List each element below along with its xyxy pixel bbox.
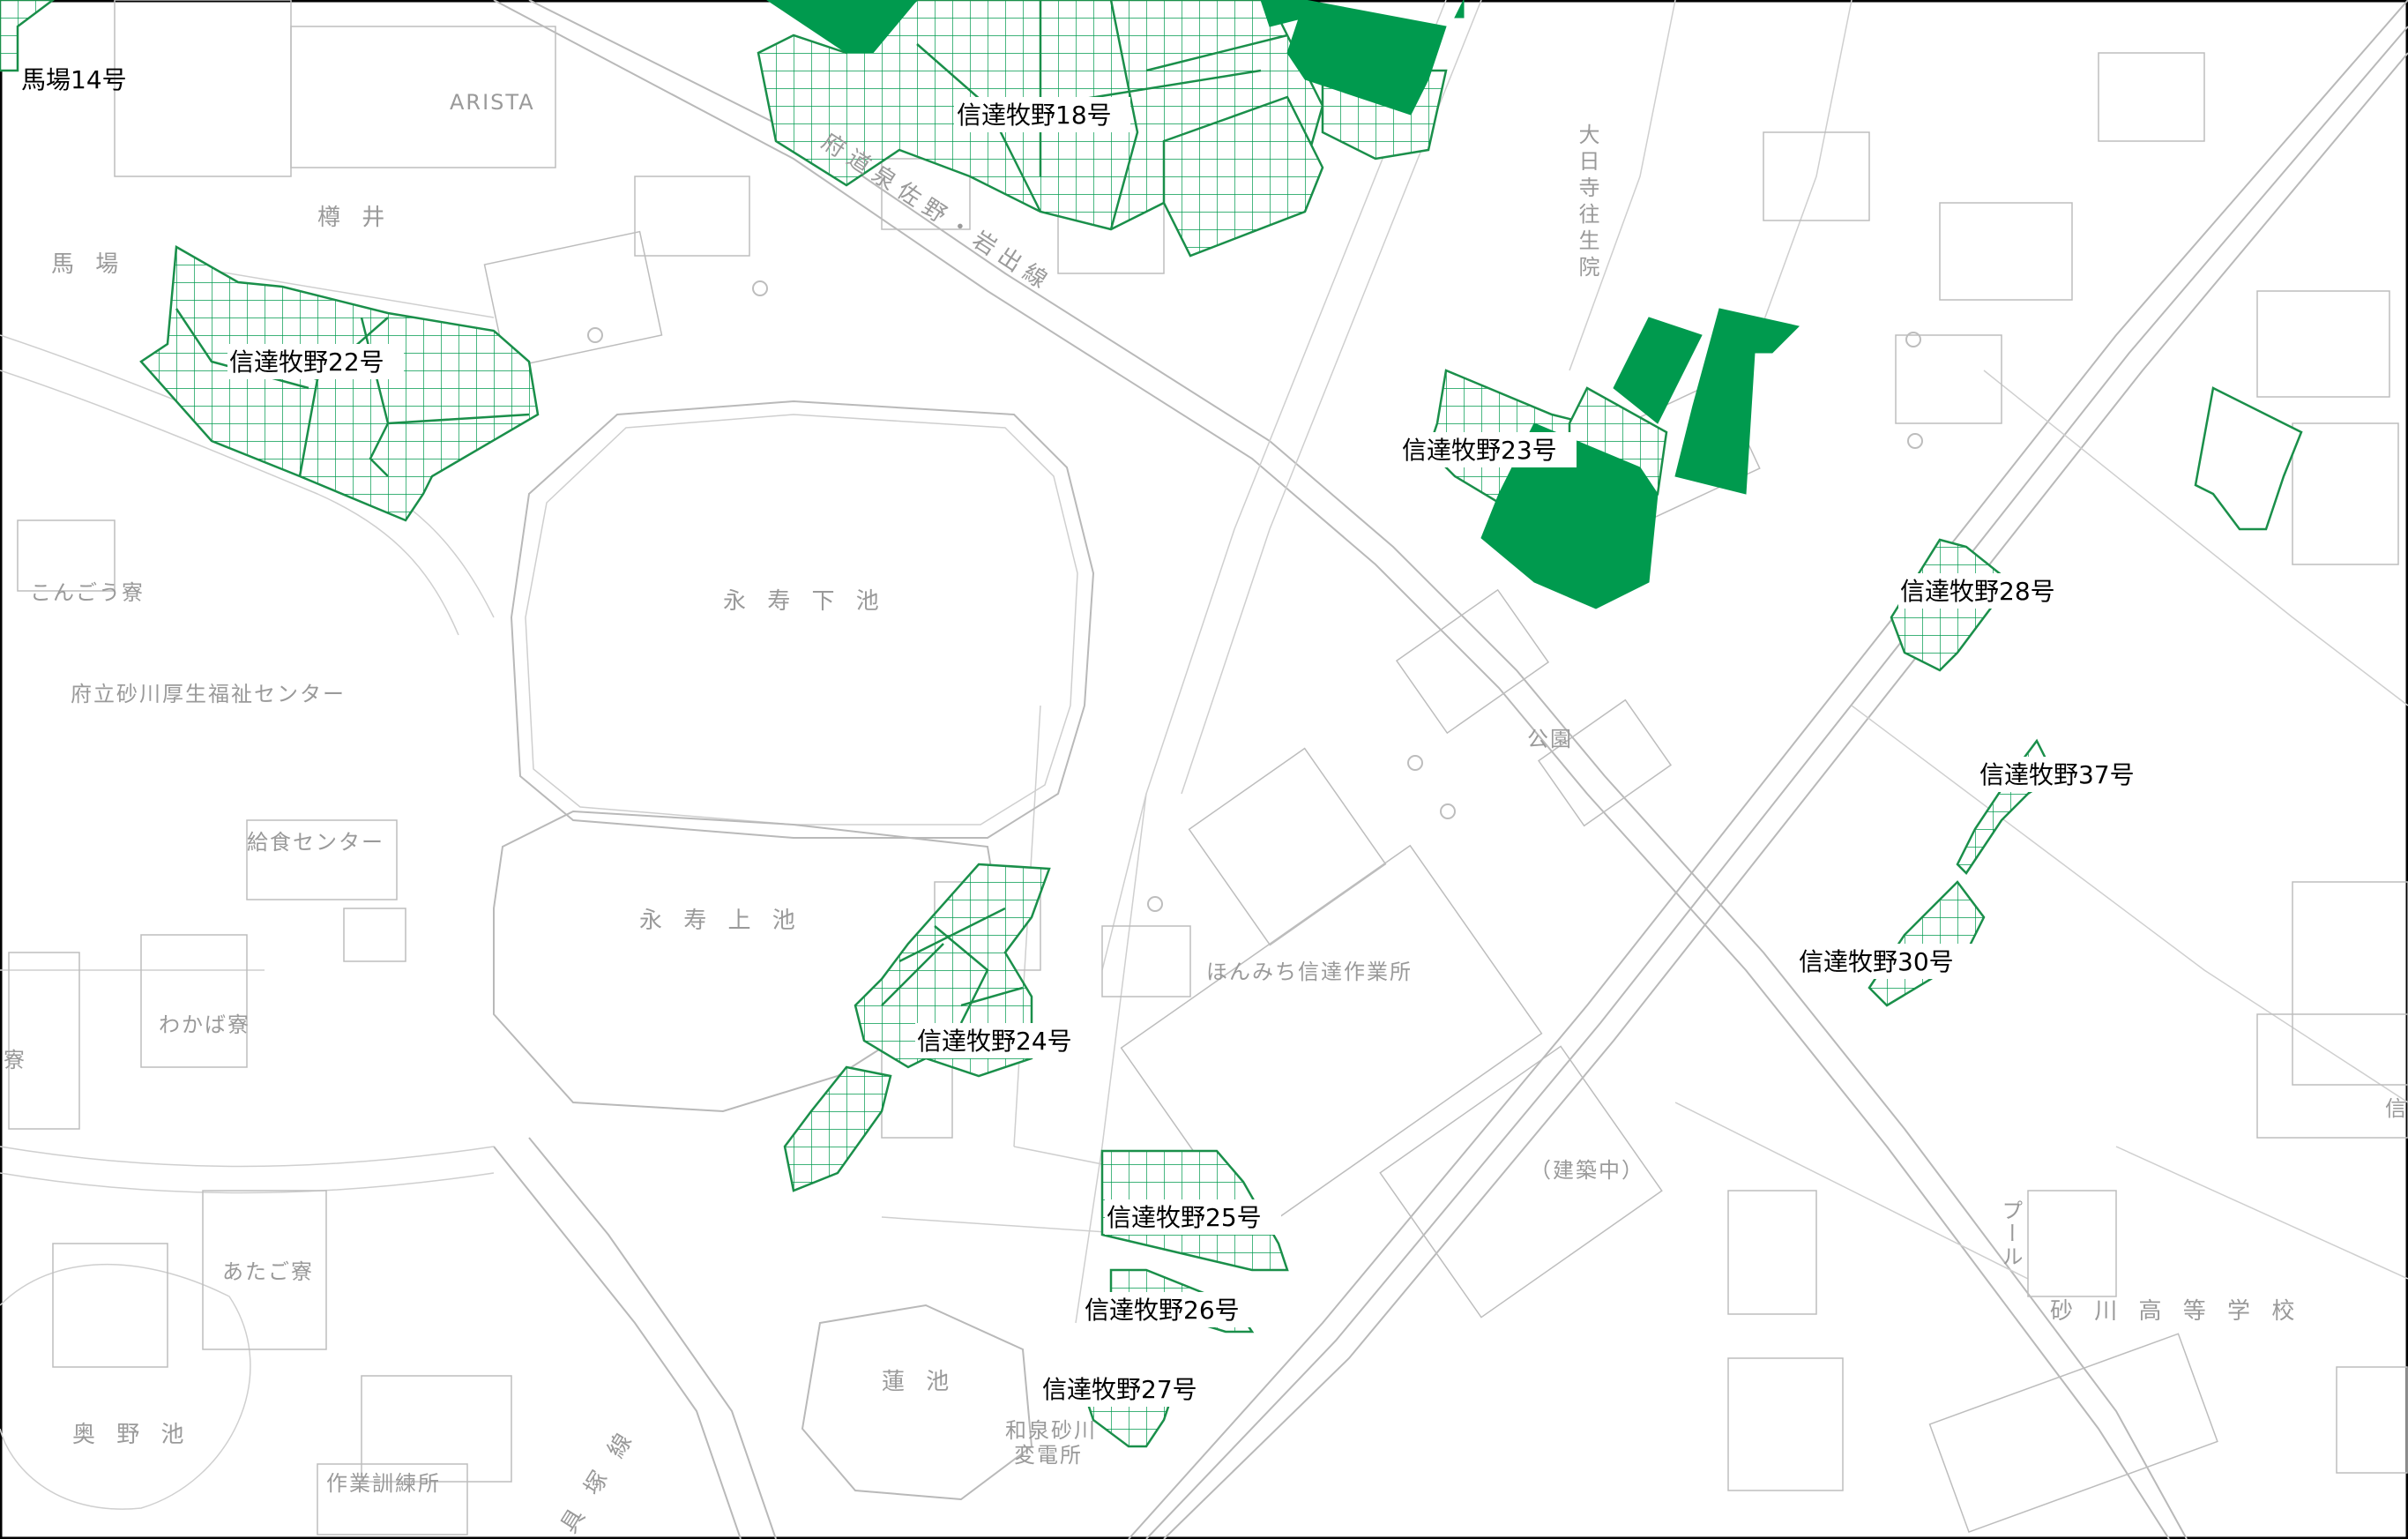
label-parcel-22: 信達牧野22号 <box>229 347 384 377</box>
label-ryo-edge: 寮 <box>4 1048 26 1072</box>
label-parcel-25: 信達牧野25号 <box>1107 1203 1262 1232</box>
label-baba: 馬 場 <box>51 251 125 278</box>
label-fukushi: 府立砂川厚生福祉センター <box>71 682 346 706</box>
label-konkou: こんごう寮 <box>30 580 145 605</box>
label-parcel-24: 信達牧野24号 <box>917 1027 1072 1056</box>
parcel-outline-ne <box>2194 386 2303 531</box>
parcel-22-area <box>139 244 540 522</box>
label-parcel-30: 信達牧野30号 <box>1799 947 1954 976</box>
label-parcel-28: 信達牧野28号 <box>1900 577 2055 606</box>
label-honmichi: ほんみち信達作業所 <box>1206 960 1413 984</box>
eiju-shimo-pond <box>510 400 1095 839</box>
label-parcel-14: 馬場14号 <box>21 65 127 94</box>
label-parcel-23: 信達牧野23号 <box>1402 436 1557 465</box>
label-eiju-kami: 永 寿 上 池 <box>639 908 802 934</box>
label-kenchiku: （建築中） <box>1530 1158 1644 1183</box>
label-parcel-27: 信達牧野27号 <box>1042 1375 1197 1404</box>
label-masui: 樽 井 <box>317 205 391 231</box>
label-arista: ARISTA <box>450 90 535 115</box>
label-hendensho: 変電所 <box>1014 1443 1083 1468</box>
parcel-labels: 馬場14号 信達牧野18号 信達牧野22号 信達牧野23号 信達牧野28号 信達… <box>21 65 2154 1407</box>
label-parcel-26: 信達牧野26号 <box>1085 1296 1240 1325</box>
label-sunagawa-hs: 砂 川 高 等 学 校 <box>2050 1298 2301 1325</box>
label-atago: あたご寮 <box>222 1259 314 1284</box>
label-sagyo: 作業訓練所 <box>326 1471 441 1496</box>
label-parcel-37: 信達牧野37号 <box>1979 760 2135 789</box>
label-hasu-ike: 蓮 池 <box>882 1369 956 1395</box>
label-road-kaizuka: 具 塚 線 <box>555 1423 641 1538</box>
facility-symbols <box>587 280 1923 912</box>
label-eiju-shimo: 永 寿 下 池 <box>723 588 886 615</box>
parcel-14-area <box>0 0 56 72</box>
label-daiji: 大日寺往生院 <box>1575 123 1599 282</box>
label-shin-edge: 信 <box>2385 1096 2408 1121</box>
label-kouen: 公園 <box>1527 727 1573 751</box>
label-wakaba: わかば寮 <box>159 1012 250 1037</box>
label-izumi-sunagawa: 和泉砂川 <box>1005 1418 1097 1443</box>
label-okuno-ike: 奥 野 池 <box>72 1422 191 1448</box>
label-pool: プール <box>1998 1199 2023 1268</box>
hasu-pond <box>801 1304 1033 1501</box>
label-kyushoku: 給食センター <box>247 830 384 855</box>
solid-parcels <box>766 0 1800 609</box>
label-parcel-18: 信達牧野18号 <box>957 101 1112 130</box>
